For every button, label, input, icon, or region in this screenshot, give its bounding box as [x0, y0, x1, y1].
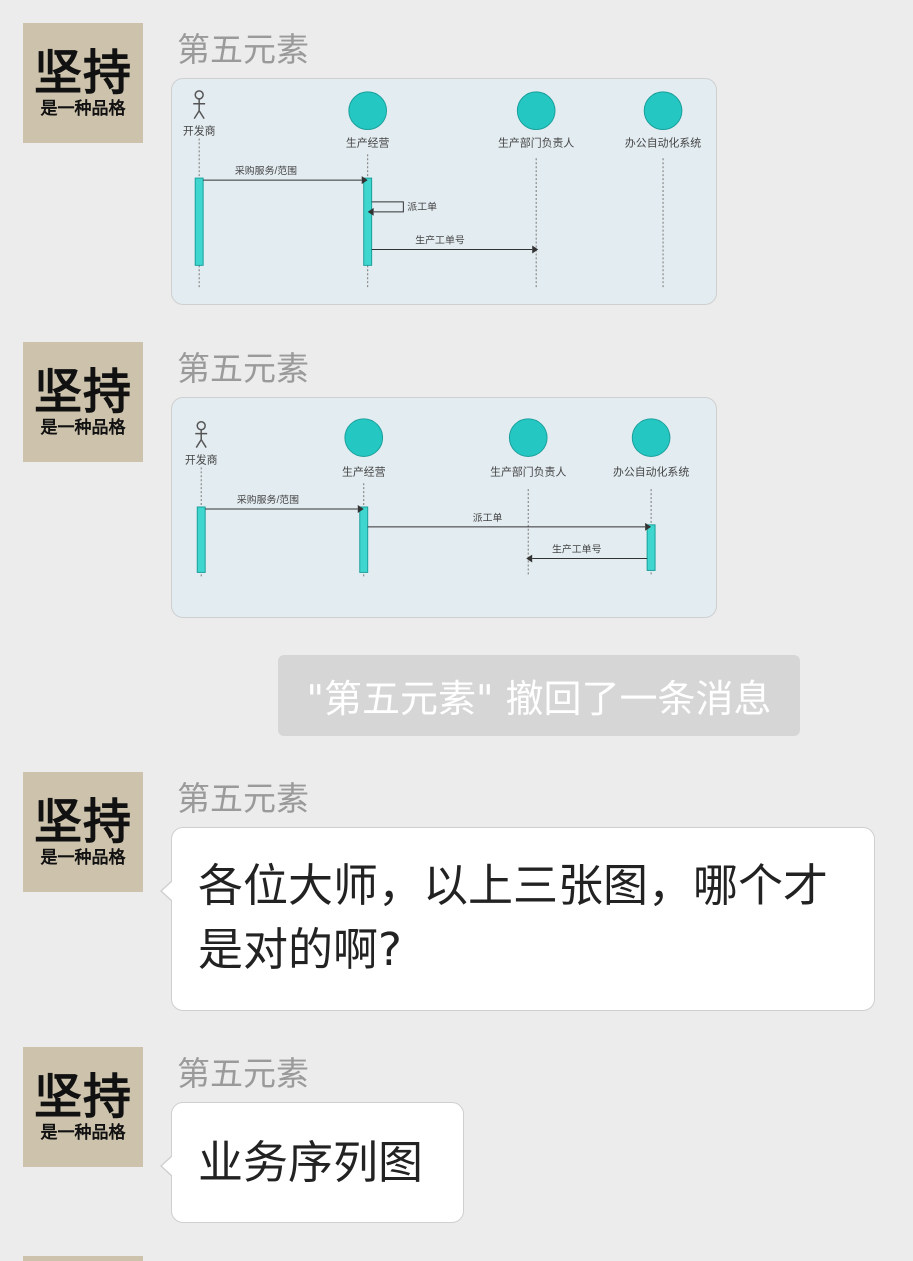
actor-stick-icon	[195, 421, 208, 448]
avatar-text-big: 坚持	[33, 794, 132, 850]
message-label: 生产工单号	[415, 234, 465, 247]
message-text: 各位大师，以上三张图，哪个才是对的啊?	[198, 859, 829, 976]
actor-label: 生产经营	[342, 464, 386, 478]
avatar-text-big: 坚持	[33, 45, 132, 101]
avatar[interactable]: 坚持 是一种品格	[23, 772, 143, 892]
actor-stick-icon	[193, 90, 206, 120]
avatar-text-small: 是一种品格	[40, 1123, 126, 1143]
actor-label: 办公自动化系统	[613, 464, 689, 478]
avatar-text-small: 是一种品格	[40, 99, 126, 119]
text-message[interactable]: 各位大师，以上三张图，哪个才是对的啊?	[160, 827, 875, 1011]
actor-label: 办公自动化系统	[625, 135, 701, 149]
avatar[interactable]	[23, 1256, 143, 1261]
avatar[interactable]: 坚持 是一种品格	[23, 1047, 143, 1167]
avatar-text-small: 是一种品格	[40, 848, 126, 868]
sender-name: 第五元素	[177, 1054, 309, 1093]
actor-label: 生产部门负责人	[490, 464, 566, 478]
avatar[interactable]: 坚持 是一种品格	[23, 23, 143, 143]
sequence-diagram-image: 开发商 生产经营 生产部门负责人 办公自动化系统	[183, 90, 701, 288]
actor-label: 生产经营	[346, 135, 390, 149]
image-message[interactable]: 开发商 生产经营 生产部门负责人 办公自动化系统	[171, 397, 717, 618]
actor-label: 开发商	[183, 124, 216, 138]
message-label: 生产工单号	[552, 543, 602, 556]
message-label: 采购服务/范围	[235, 164, 297, 177]
globe-actor-icon	[344, 418, 671, 457]
avatar[interactable]: 坚持 是一种品格	[23, 342, 143, 462]
text-message[interactable]: 业务序列图	[160, 1102, 464, 1223]
message-label: 派工单	[473, 512, 503, 524]
avatar-text-big: 坚持	[33, 364, 132, 420]
globe-actor-icon	[348, 91, 683, 131]
sender-name: 第五元素	[177, 30, 309, 69]
image-message[interactable]: 开发商 生产经营 生产部门负责人 办公自动化系统	[171, 78, 717, 305]
avatar-text-big: 坚持	[33, 1069, 132, 1125]
actor-label: 生产部门负责人	[498, 135, 574, 149]
message-label: 采购服务/范围	[237, 493, 299, 506]
avatar-text-small: 是一种品格	[40, 418, 126, 438]
sender-name: 第五元素	[177, 349, 309, 388]
actor-label: 开发商	[185, 452, 218, 466]
message-label: 派工单	[407, 201, 437, 213]
sequence-diagram-image: 开发商 生产经营 生产部门负责人 办公自动化系统	[185, 418, 689, 577]
message-text: 业务序列图	[198, 1136, 424, 1189]
sender-name: 第五元素	[177, 779, 309, 818]
recall-notice: "第五元素" 撤回了一条消息	[278, 655, 800, 736]
